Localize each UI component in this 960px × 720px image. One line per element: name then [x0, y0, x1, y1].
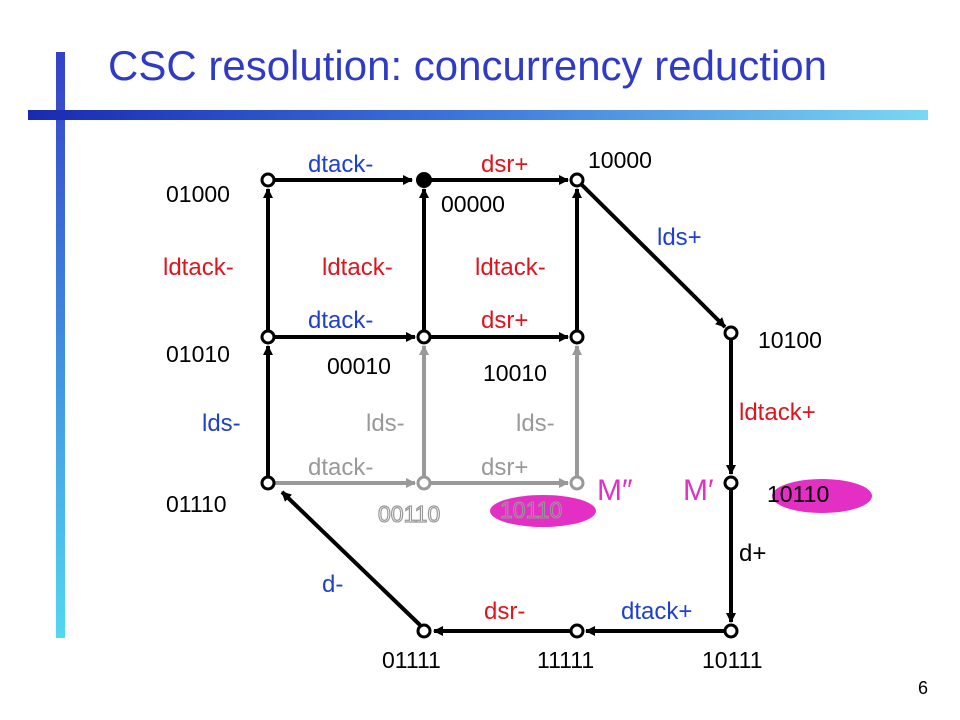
state-label-10010: 10010: [483, 360, 547, 386]
slide-title: CSC resolution: concurrency reduction: [108, 42, 828, 89]
state-label-01010: 01010: [166, 341, 230, 367]
arc-10000-10100: [580, 183, 695, 297]
transition-label-dsr-minus: dsr-: [484, 598, 525, 625]
state-node-10110-inner: [569, 475, 585, 491]
state-node-00000-initial: [416, 172, 432, 188]
state-label-10111: 10111: [702, 647, 763, 673]
state-node-10110-right: [723, 475, 739, 491]
transition-label-ldtack-minus-mid: ldtack-: [322, 254, 393, 281]
state-label-01000: 01000: [166, 181, 230, 207]
state-node-01110: [260, 475, 276, 491]
state-label-01111: 01111: [382, 647, 441, 673]
transition-label-dsr-plus-mid: dsr+: [481, 307, 528, 334]
transition-label-lds-minus-mid: lds-: [366, 410, 405, 437]
state-node-11111: [569, 623, 585, 639]
transition-label-lds-plus: lds+: [657, 224, 702, 251]
highlight-ellipse-right: [772, 479, 872, 513]
state-node-10000: [569, 172, 585, 188]
state-label-10110-inner: 10110: [500, 497, 562, 523]
transition-label-dsr-plus-top: dsr+: [481, 151, 528, 178]
marking-label-m-double-prime: M″: [597, 474, 633, 507]
state-label-00000: 00000: [441, 191, 505, 217]
state-node-00110: [416, 475, 432, 491]
transition-label-ldtack-plus: ldtack+: [739, 399, 816, 426]
state-label-11111: 11111: [537, 647, 594, 673]
transition-label-d-minus: d-: [322, 571, 343, 598]
arc-10000-10100-b: [691, 293, 727, 329]
state-node-01010: [260, 329, 276, 345]
transition-label-lds-minus-left: lds-: [202, 410, 241, 437]
transition-label-d-plus: d+: [739, 540, 766, 567]
state-node-01000: [260, 172, 276, 188]
state-node-00010: [416, 329, 432, 345]
page-number: 6: [918, 678, 929, 698]
transition-label-dtack-minus-top: dtack-: [308, 151, 373, 178]
state-node-01111: [416, 623, 432, 639]
state-label-10000: 10000: [588, 147, 652, 173]
highlight-ellipse-inner: [490, 495, 596, 527]
decorative-horizontal-bar: [28, 110, 928, 120]
transition-label-dtack-minus-mid: dtack-: [308, 307, 373, 334]
transition-label-ldtack-minus-left: ldtack-: [163, 254, 234, 281]
arc-01111-01110: [280, 490, 422, 627]
transition-label-ldtack-minus-right: ldtack-: [475, 254, 546, 281]
transition-label-dtack-minus-bottom: dtack-: [308, 454, 373, 481]
state-label-00110: 00110: [378, 501, 440, 527]
marking-label-m-prime: M′: [683, 474, 714, 507]
state-node-10111: [723, 623, 739, 639]
transition-label-lds-minus-right: lds-: [516, 410, 555, 437]
state-label-10100: 10100: [758, 327, 822, 353]
decorative-vertical-bar: [56, 52, 65, 638]
state-label-01110: 01110: [166, 491, 227, 517]
state-label-10110-right: 10110: [767, 481, 829, 507]
transition-label-dsr-plus-bottom: dsr+: [481, 454, 528, 481]
state-node-10100: [723, 325, 739, 341]
transition-label-dtack-plus: dtack+: [621, 598, 692, 625]
state-label-00010: 00010: [327, 353, 391, 379]
state-node-10010: [569, 329, 585, 345]
